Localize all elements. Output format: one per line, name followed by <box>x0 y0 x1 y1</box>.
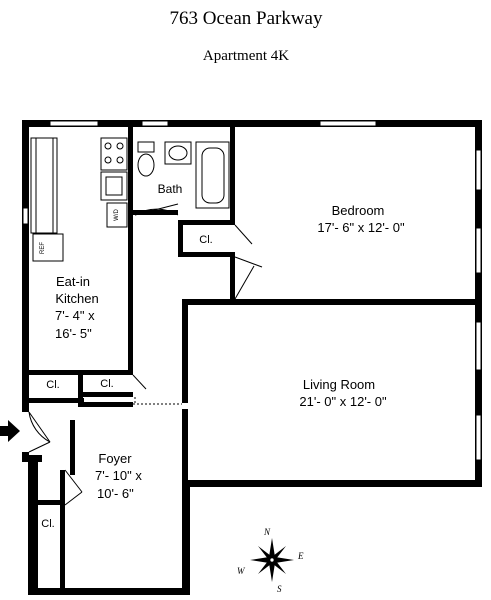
exterior-walls <box>22 120 482 595</box>
closet-labels: Cl. Cl. Cl. Cl. <box>41 234 212 530</box>
toilet-icon <box>137 141 155 177</box>
refrigerator-label: REF <box>40 242 46 254</box>
foyer-name: Foyer <box>98 451 132 466</box>
plan-title: 763 Ocean Parkway <box>169 8 323 29</box>
hall-closet-left-label: Cl. <box>46 379 59 391</box>
refrigerator-icon <box>32 233 64 262</box>
bath-fixtures <box>137 141 230 209</box>
room-labels: Eat-in Kitchen 7'- 4" x 16'- 5" Bath Bed… <box>55 182 405 501</box>
foyer-dims-line2: 10'- 6" <box>97 486 134 501</box>
kitchen-fixtures: REF W/D <box>30 137 128 262</box>
compass-rose-icon <box>250 538 294 582</box>
stove-icon <box>100 137 128 171</box>
kitchen-dims-line1: 7'- 4" x <box>55 308 95 323</box>
foyer-dims-line1: 7'- 10" x <box>95 468 142 483</box>
bath-sink-icon <box>164 141 192 165</box>
plan-subtitle: Apartment 4K <box>203 48 289 64</box>
sink-icon <box>100 171 128 201</box>
living-room-name: Living Room <box>303 377 375 392</box>
kitchen-name-line2: Kitchen <box>55 291 98 306</box>
compass-north-label: N <box>263 527 271 537</box>
living-room-dims: 21'- 0" x 12'- 0" <box>299 394 387 409</box>
hall-closet-right-label: Cl. <box>100 378 113 390</box>
bedroom-closet-label: Cl. <box>199 234 212 246</box>
bedroom-name: Bedroom <box>332 203 385 218</box>
compass-west-label: W <box>237 566 246 576</box>
interior-walls <box>29 127 482 590</box>
foyer-closet-label: Cl. <box>41 518 54 530</box>
washer-dryer-label: W/D <box>114 209 120 221</box>
entry-arrow-icon <box>0 420 20 442</box>
bath-name: Bath <box>158 182 183 196</box>
doors <box>28 203 263 506</box>
compass-east-label: E <box>297 551 304 561</box>
washer-dryer-icon <box>106 202 128 228</box>
kitchen-dims-line2: 16'- 5" <box>55 326 92 341</box>
compass-south-label: S <box>277 584 282 594</box>
bedroom-dims: 17'- 6" x 12'- 0" <box>317 220 405 235</box>
bathtub-icon <box>195 141 230 209</box>
windows <box>22 120 482 461</box>
kitchen-name-line1: Eat-in <box>56 274 90 289</box>
